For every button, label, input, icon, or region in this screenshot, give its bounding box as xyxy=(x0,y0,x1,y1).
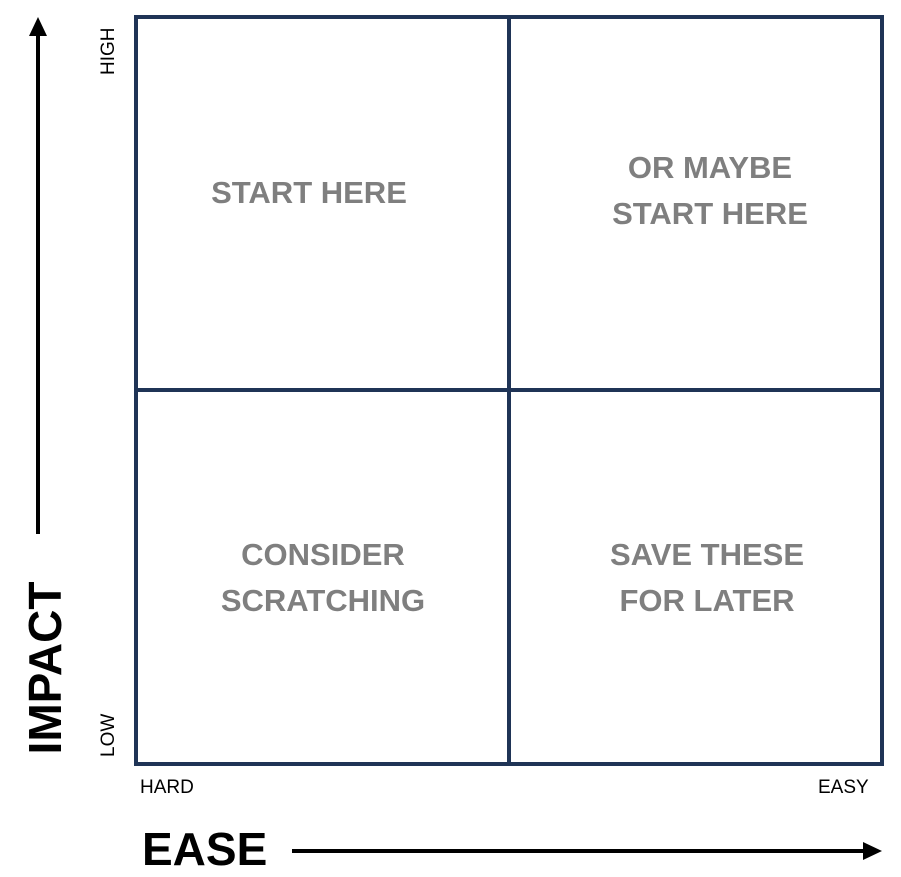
quadrant-start-here: START HERE xyxy=(138,170,480,216)
quadrant-line: SAVE THESE xyxy=(609,537,805,572)
quadrant-line: START HERE xyxy=(211,175,407,210)
quadrant-line: START HERE xyxy=(612,196,808,231)
quadrant-or-maybe-start-here: OR MAYBE START HERE xyxy=(511,145,901,237)
y-tick-low: LOW xyxy=(98,713,119,757)
quadrant-line: OR MAYBE xyxy=(627,150,793,185)
quadrant-line: SCRATCHING xyxy=(220,583,426,618)
impact-arrow xyxy=(29,17,47,534)
ease-arrow xyxy=(292,842,882,860)
quadrant-line: CONSIDER xyxy=(241,537,405,572)
quadrant-save-for-later: SAVE THESE FOR LATER xyxy=(511,532,901,624)
y-axis-title: IMPACT xyxy=(19,581,71,755)
x-tick-easy: EASY xyxy=(818,777,869,798)
x-axis-title: EASE xyxy=(142,823,268,875)
quadrant-line: FOR LATER xyxy=(619,583,795,618)
y-tick-high: HIGH xyxy=(98,27,119,76)
x-tick-hard: HARD xyxy=(140,777,194,798)
horizontal-divider xyxy=(134,388,884,392)
quadrant-consider-scratching: CONSIDER SCRATCHING xyxy=(138,532,508,624)
